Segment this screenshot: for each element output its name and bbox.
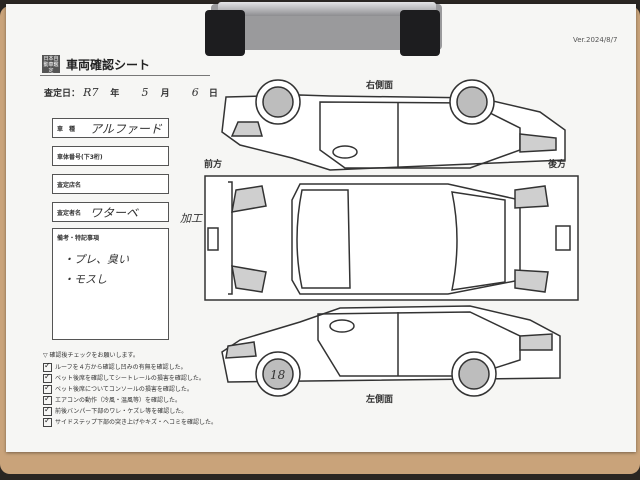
inspection-date: 査定日： R7 年 5 月 6 日	[44, 86, 218, 99]
car-model-label: 車 種	[57, 126, 76, 133]
date-month-unit: 月	[160, 89, 170, 99]
date-day-unit: 日	[208, 89, 218, 99]
top-view	[204, 175, 579, 301]
inspector-name-field[interactable]: 査定者名 ワターベ	[52, 202, 169, 222]
checklist-item-text: ベット後席を確認してシートレールの損害を確認した。	[55, 375, 205, 382]
store-name-field[interactable]: 査定店名	[52, 174, 169, 194]
notes-line-1: ・プレ、臭い	[63, 253, 129, 266]
inspector-name-label: 査定者名	[57, 210, 82, 217]
vin-label: 車体番号(下3桁)	[57, 154, 103, 161]
date-month-value[interactable]: 5	[141, 86, 149, 99]
checklist-heading-text: 確認後チェックをお願いします。	[49, 352, 139, 359]
vin-field[interactable]: 車体番号(下3桁)	[52, 146, 169, 166]
car-model-field[interactable]: 車 種 アルファード	[52, 118, 169, 138]
company-logo: 日本自動車鑑定	[42, 55, 60, 74]
handwritten-side-note: 加工	[180, 212, 202, 225]
checklist-heading: ▽ 確認後チェックをお願いします。	[43, 350, 139, 359]
checklist-item[interactable]: サイドステップ下部の突き上げやキズ・ヘコミを確認した。	[43, 416, 218, 427]
date-label: 査定日：	[44, 89, 81, 99]
store-name-label: 査定店名	[57, 182, 82, 189]
notes-line-2: ・モスし	[63, 273, 107, 286]
front-label: 前方	[204, 160, 223, 170]
checklist-item-text: 前後バンパー下部のワレ・ケズレ等を確認した。	[55, 408, 188, 415]
clip-left-arm	[205, 10, 245, 56]
checklist-item-text: エアコンの動作（冷風・温風等）を確認した。	[55, 397, 182, 404]
clip-bar	[218, 2, 436, 16]
clip-right-arm	[400, 10, 440, 56]
checklist-item-text: サイドステップ下部の突き上げやキズ・ヘコミを確認した。	[55, 419, 218, 426]
triangle-icon: ▽	[43, 352, 50, 359]
inspector-name-value: ワターベ	[90, 206, 139, 220]
title-underline	[40, 75, 210, 76]
checklist-item-text: ルーフを４方から確認し凹みの有無を確認した。	[55, 364, 187, 371]
car-model-value: アルファード	[90, 122, 162, 136]
date-year-unit: 年	[110, 89, 120, 99]
version-text: Ver.2024/8/7	[573, 36, 618, 44]
checklist-item-text: ベット後席についてコンソールの損害を確認した。	[55, 386, 193, 393]
date-year-value[interactable]: R7	[83, 86, 99, 99]
checkbox[interactable]	[43, 416, 52, 427]
sheet-title: 車両確認シート	[66, 58, 151, 72]
left-side-label: 左側面	[366, 395, 394, 405]
notes-field[interactable]: 備考・特記事項 ・プレ、臭い ・モスし	[52, 228, 169, 340]
handwritten-wheel-note: 18	[270, 368, 286, 382]
rear-label: 後方	[548, 160, 567, 170]
notes-label: 備考・特記事項	[57, 235, 100, 242]
right-side-label: 右側面	[366, 81, 394, 91]
date-day-value[interactable]: 6	[191, 86, 199, 99]
